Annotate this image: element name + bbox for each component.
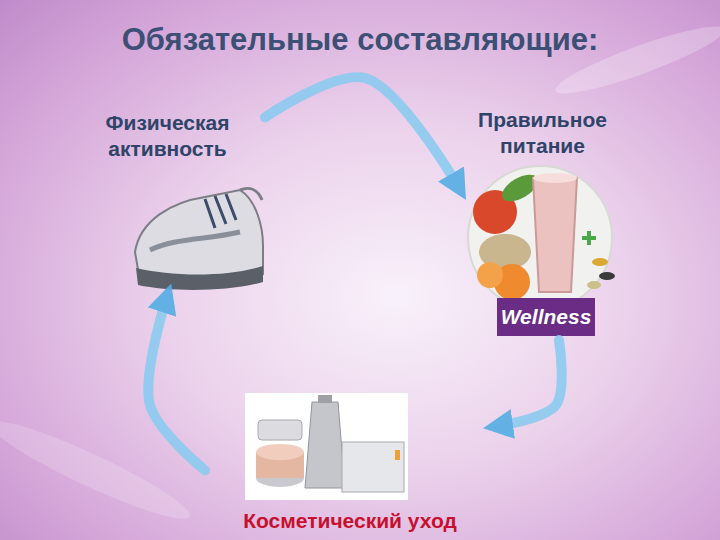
diagram-node: Физическая активность xyxy=(70,108,265,295)
node-label: Правильное питание xyxy=(460,107,625,160)
food-plate-picture xyxy=(468,166,615,310)
cycle-arrow xyxy=(495,340,562,427)
cycle-arrow xyxy=(148,295,205,470)
brand-logo-text: Wellness xyxy=(497,298,595,336)
cycle-arrow xyxy=(265,77,460,189)
node-label: Косметический уход xyxy=(205,508,495,534)
diagram-node: Косметический уход xyxy=(205,390,495,536)
logo-plate xyxy=(497,298,595,336)
node-label: Физическая активность xyxy=(70,110,265,163)
diagram-node: Правильное питание xyxy=(460,105,625,340)
sneaker-picture xyxy=(135,188,263,289)
cosmetics-picture xyxy=(245,393,408,500)
diagram-title: Обязательные составляющие: xyxy=(0,22,720,58)
